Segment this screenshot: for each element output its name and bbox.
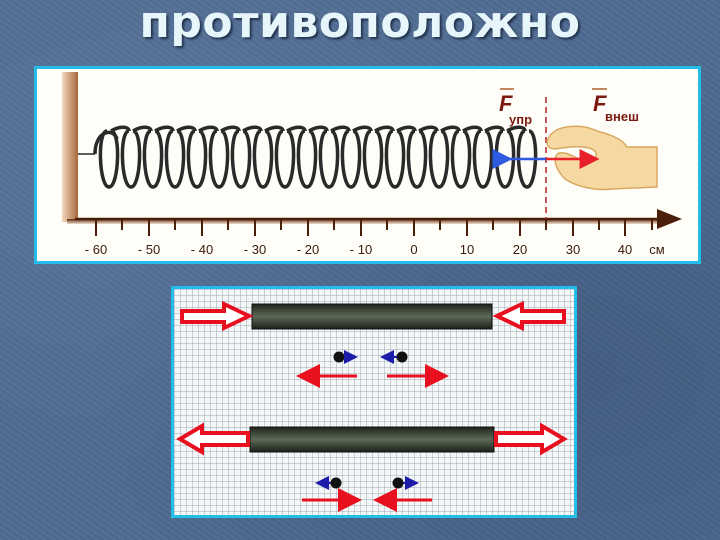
external-force-symbol: F <box>593 91 607 116</box>
ruler-ticks <box>95 219 653 236</box>
tick-label: 0 <box>410 242 417 257</box>
particle <box>396 351 408 363</box>
rod-stretched <box>249 426 495 453</box>
tick-label: - 10 <box>350 242 372 257</box>
tick-label: - 60 <box>85 242 107 257</box>
unit-label: см <box>649 242 665 257</box>
elastic-force-symbol: F <box>499 91 513 116</box>
tick-label: 10 <box>460 242 474 257</box>
external-force-subscript: внеш <box>605 109 639 124</box>
ruler-bar <box>67 219 667 224</box>
hand <box>546 125 658 191</box>
rod-diagram <box>176 300 568 512</box>
tick-label: 20 <box>513 242 527 257</box>
tick-label: - 30 <box>244 242 266 257</box>
rod-compressed <box>251 303 493 330</box>
spring <box>78 125 538 189</box>
push-arrow-right <box>492 300 566 332</box>
wall <box>62 72 78 222</box>
push-arrow-left <box>180 300 254 332</box>
tick-label: 40 <box>618 242 632 257</box>
spring-diagram: - 60 - 50 - 40 - 30 - 20 - 10 0 10 20 30… <box>62 72 682 257</box>
pull-arrow-left <box>176 422 250 456</box>
rod-deformation-panel <box>171 286 577 518</box>
tick-label: - 20 <box>297 242 319 257</box>
tick-label: - 50 <box>138 242 160 257</box>
tick-label: - 40 <box>191 242 213 257</box>
particle <box>333 351 345 363</box>
pull-arrow-right <box>494 422 568 456</box>
elastic-force-subscript: упр <box>509 112 532 127</box>
particle <box>330 477 342 489</box>
particle <box>392 477 404 489</box>
tick-label: 30 <box>566 242 580 257</box>
slide-title: противоположно <box>139 0 581 48</box>
spring-diagram-panel: - 60 - 50 - 40 - 30 - 20 - 10 0 10 20 30… <box>34 66 701 264</box>
